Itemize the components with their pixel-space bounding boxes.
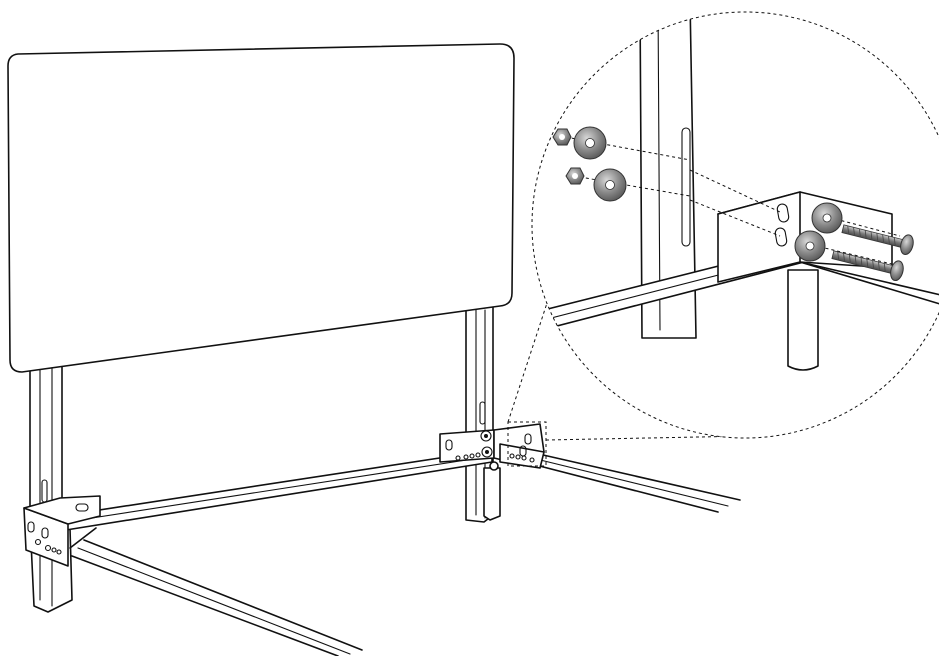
bed-frame-rails: [59, 449, 741, 656]
detail-zoom-view: [531, 11, 939, 439]
callout-leader: [507, 299, 751, 467]
left-corner-bracket: [23, 495, 101, 567]
left-leg: [29, 359, 73, 613]
zoom-circle-outline: [531, 11, 939, 439]
right-leg: [465, 301, 501, 523]
right-corner-bracket: [439, 423, 545, 471]
headboard-panel: [7, 43, 515, 373]
